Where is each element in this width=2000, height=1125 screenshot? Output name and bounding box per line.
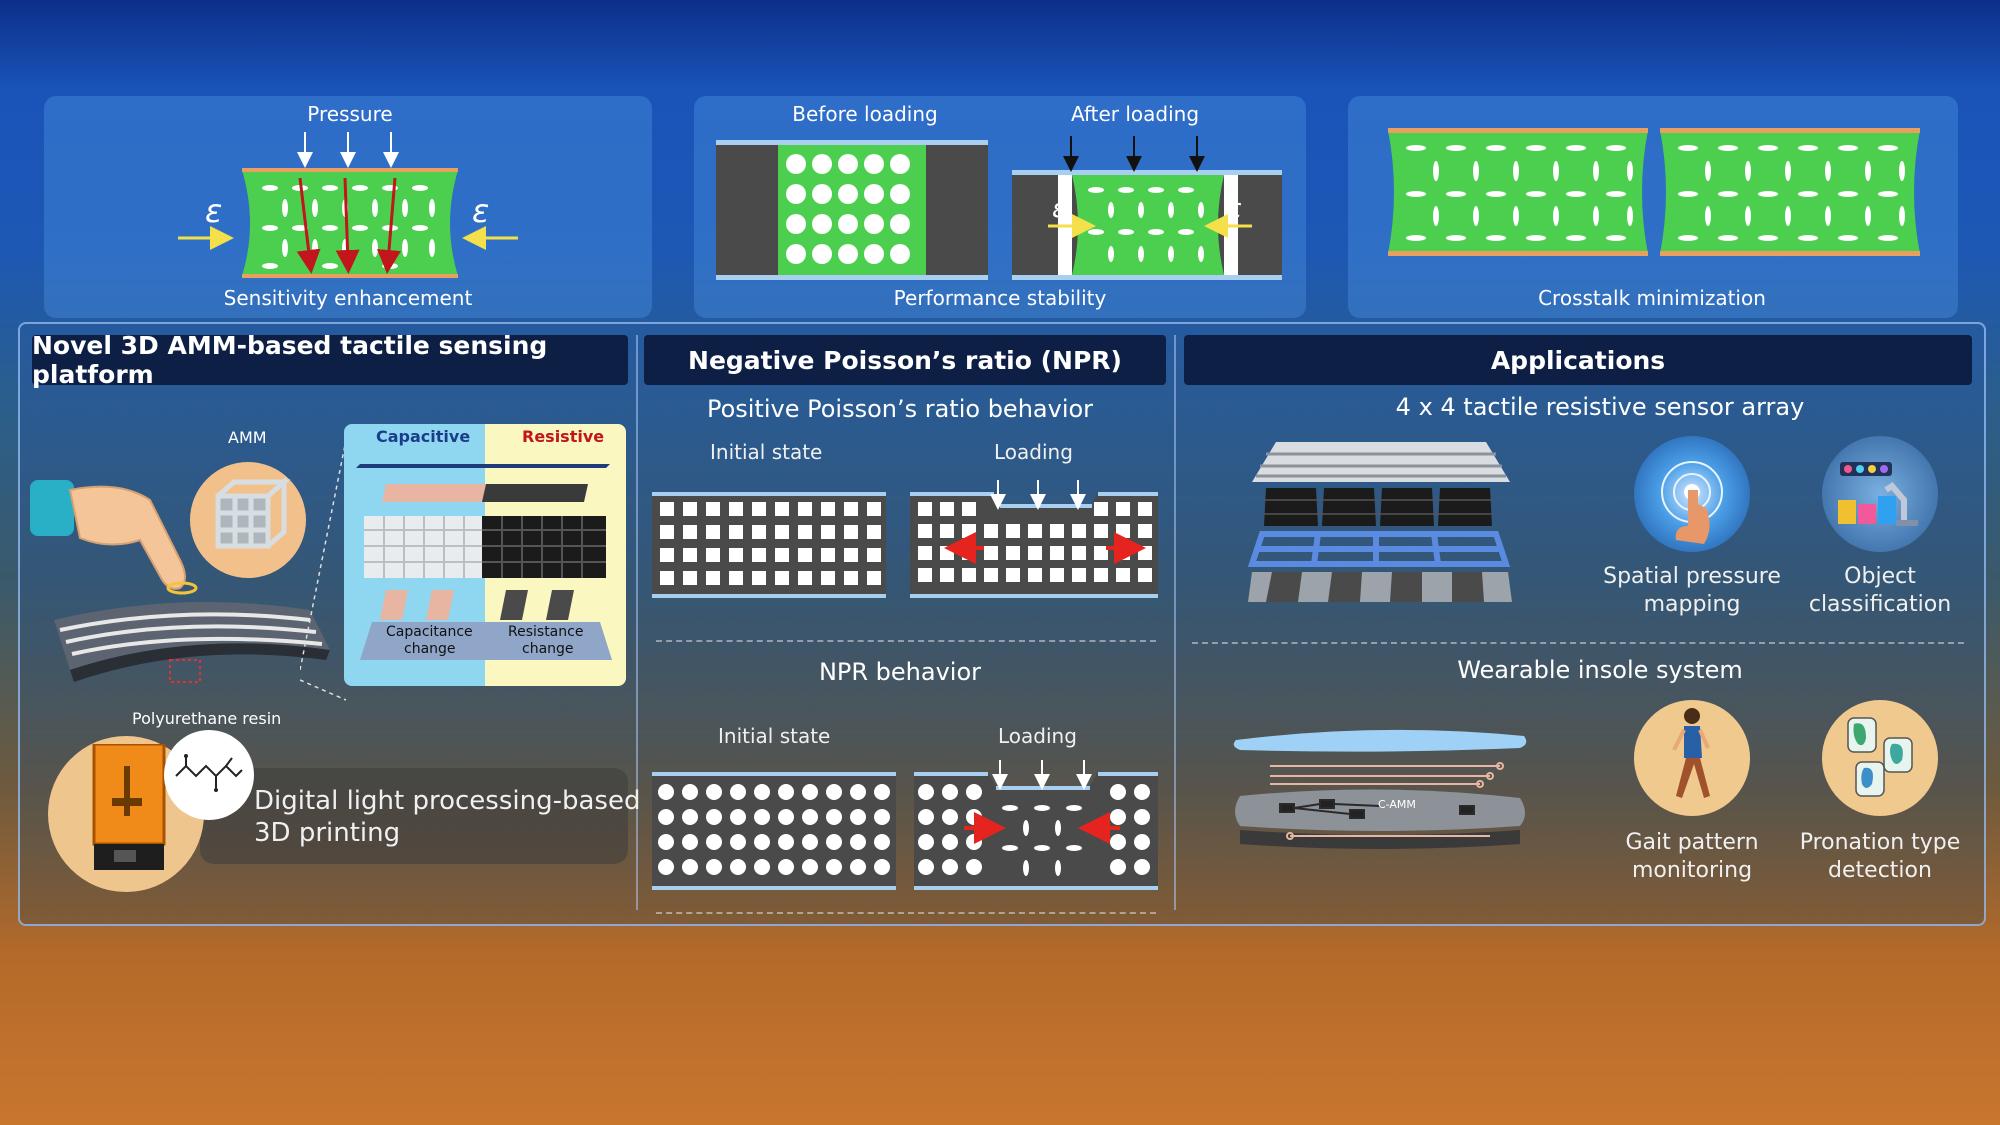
- hand-sensor-illustration: [30, 480, 330, 683]
- capacitance-change-label-1: Capacitance: [386, 624, 473, 640]
- object-classification-label-1: Object: [1844, 564, 1916, 589]
- divider-1: [636, 335, 638, 910]
- touch-ripple-icon: [1661, 461, 1723, 544]
- printer-icon: [92, 744, 166, 870]
- initial-state-label-2: Initial state: [718, 724, 831, 748]
- npr-heading: NPR behavior: [818, 658, 982, 686]
- epsilon-left-label: ε: [205, 192, 223, 230]
- npr-bottom-dash: [656, 912, 1156, 914]
- dlp-label-1: Digital light processing-based: [254, 786, 641, 816]
- before-loading-label: Before loading: [792, 102, 938, 126]
- crosstalk-caption: Crosstalk minimization: [1538, 286, 1766, 310]
- header-applications: Applications: [1184, 335, 1972, 385]
- object-classification-circle: [1822, 436, 1938, 552]
- object-classification-label-2: classification: [1808, 592, 1952, 617]
- stability-caption: Performance stability: [893, 286, 1107, 310]
- spatial-mapping-label-1: Spatial pressure: [1603, 564, 1781, 589]
- resistance-change-label-2: change: [522, 641, 574, 657]
- gait-label-2: monitoring: [1631, 858, 1753, 883]
- sensor-array-illustration: [1247, 442, 1512, 602]
- epsilon-right-label: ε: [472, 192, 490, 230]
- epsilon-left-label-2: ε: [1052, 194, 1067, 224]
- pressure-label: Pressure: [307, 102, 393, 126]
- stability-diagram: [716, 136, 1282, 280]
- crosstalk-diagram: [1388, 128, 1920, 256]
- epsilon-right-label-2: ε: [1228, 194, 1243, 224]
- gait-label-1: Gait pattern: [1625, 830, 1759, 855]
- walking-person-icon: [1672, 708, 1710, 798]
- resin-label: Polyurethane resin: [132, 709, 282, 728]
- initial-state-label-1: Initial state: [710, 440, 823, 464]
- footprints-icon: [1847, 717, 1913, 797]
- robot-arm-icon: [1838, 462, 1918, 526]
- divider-2: [1174, 335, 1176, 910]
- header-npr: Negative Poisson’s ratio (NPR): [644, 335, 1166, 385]
- amm-label: AMM: [228, 428, 267, 447]
- npr-dash-divider: [656, 640, 1156, 642]
- pronation-circle: [1822, 700, 1938, 816]
- resistive-label: Resistive: [522, 427, 605, 446]
- ppr-diagram: [652, 480, 1158, 598]
- sensitivity-diagram: [178, 132, 518, 278]
- after-loading-label: After loading: [1070, 102, 1200, 126]
- dlp-banner: [200, 768, 628, 864]
- applications-dash-divider: [1192, 642, 1964, 644]
- spatial-mapping-label-2: mapping: [1643, 592, 1741, 617]
- ppr-heading: Positive Poisson’s ratio behavior: [706, 395, 1094, 423]
- resistance-change-label-1: Resistance: [508, 624, 584, 640]
- header-platform: Novel 3D AMM-based tactile sensing platf…: [32, 331, 628, 389]
- loading-label-1: Loading: [994, 440, 1073, 464]
- dlp-label-2: 3D printing: [254, 818, 401, 848]
- capacitance-change-label-2: change: [404, 641, 456, 657]
- molecule-icon: [175, 754, 243, 792]
- amm-cube-icon: [190, 462, 306, 578]
- sensitivity-caption: Sensitivity enhancement: [223, 286, 473, 310]
- molecule-circle: [164, 730, 254, 820]
- pronation-label-2: detection: [1828, 858, 1932, 883]
- dashed-zoom-lines: [300, 439, 347, 701]
- camm-label: C-AMM: [1378, 798, 1416, 811]
- pronation-label-1: Pronation type: [1799, 830, 1961, 855]
- sensor-layers-stack: [356, 464, 612, 660]
- insole-illustration: [1233, 729, 1527, 849]
- npr-diagram: [652, 760, 1158, 890]
- capacitive-label: Capacitive: [376, 427, 471, 446]
- array-heading: 4 x 4 tactile resistive sensor array: [1395, 393, 1805, 421]
- loading-label-2: Loading: [998, 724, 1077, 748]
- insole-heading: Wearable insole system: [1457, 656, 1743, 684]
